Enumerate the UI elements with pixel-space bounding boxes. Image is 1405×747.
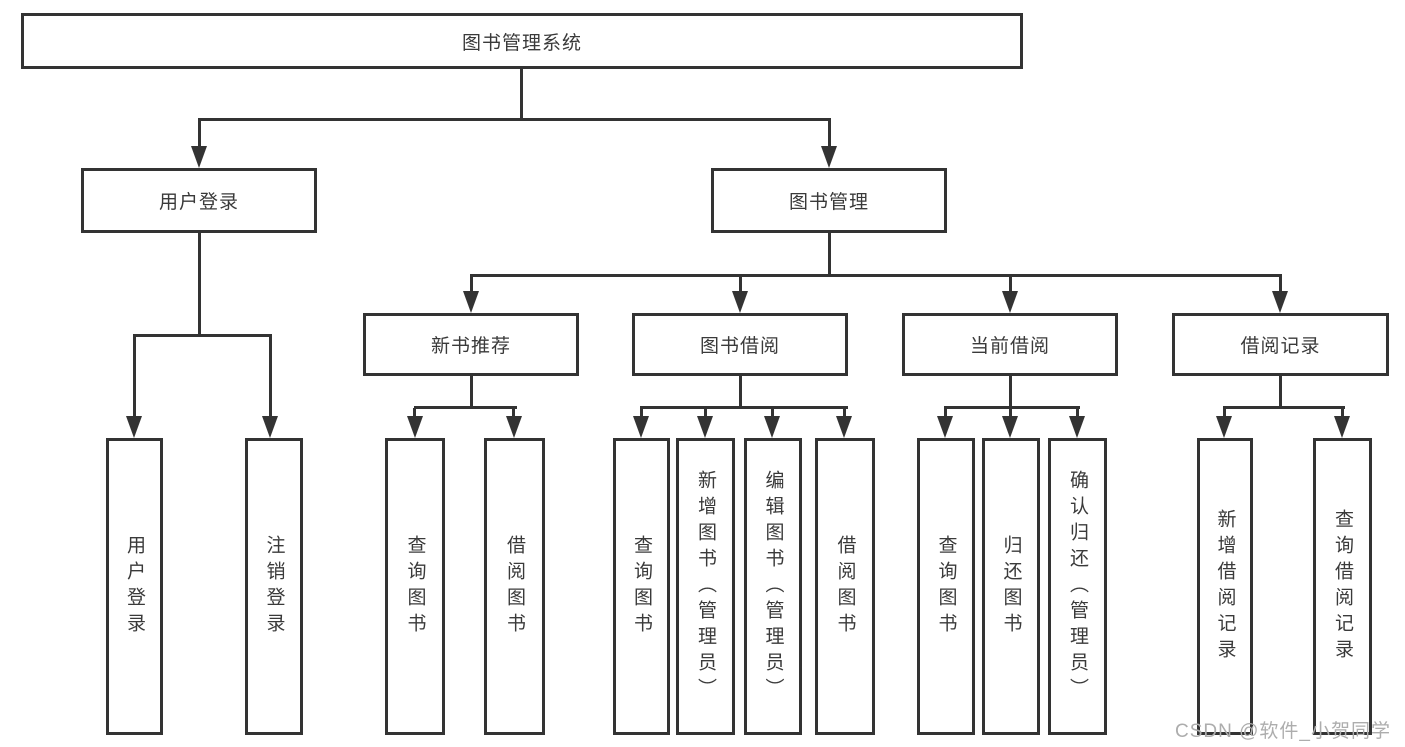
connector-line <box>828 120 831 147</box>
connector-line <box>1009 376 1012 409</box>
arrow-down-icon <box>732 291 748 313</box>
arrow-down-icon <box>1272 291 1288 313</box>
node-library-system: 图书管理系统 <box>21 13 1023 69</box>
connector-line <box>771 408 774 418</box>
connector-line <box>640 408 643 418</box>
connector-line <box>470 376 473 409</box>
connector-line <box>1279 276 1282 292</box>
arrow-down-icon <box>1216 416 1232 438</box>
leaf-label: 归还图书 <box>1000 534 1022 639</box>
connector-line <box>944 406 1080 409</box>
connector-line <box>843 408 846 418</box>
leaf-label: 新增借阅记录 <box>1214 508 1236 665</box>
leaf-borrow-books: 借阅图书 <box>815 438 875 735</box>
arrow-down-icon <box>937 416 953 438</box>
node-label: 图书借阅 <box>699 336 780 357</box>
leaf-borrow-books-recommend: 借阅图书 <box>484 438 545 735</box>
arrow-down-icon <box>191 146 207 168</box>
connector-line <box>1279 376 1282 409</box>
leaf-search-books-borrowing: 查询图书 <box>613 438 670 735</box>
leaf-label: 编辑图书（管理员） <box>762 469 784 704</box>
leaf-label: 注销登录 <box>263 534 285 639</box>
arrow-down-icon <box>463 291 479 313</box>
leaf-return-books: 归还图书 <box>982 438 1040 735</box>
leaf-label: 借阅图书 <box>834 534 856 639</box>
connector-line <box>739 276 742 292</box>
node-label: 当前借阅 <box>969 336 1050 357</box>
arrow-down-icon <box>836 416 852 438</box>
leaf-user-login: 用户登录 <box>106 438 163 735</box>
connector-line <box>269 336 272 417</box>
node-label: 借阅记录 <box>1240 336 1321 357</box>
connector-line <box>470 276 473 292</box>
connector-line <box>413 408 416 418</box>
arrow-down-icon <box>506 416 522 438</box>
leaf-search-books-recommend: 查询图书 <box>385 438 445 735</box>
connector-line <box>198 120 201 147</box>
connector-line <box>133 336 136 417</box>
leaf-search-books-current: 查询图书 <box>917 438 975 735</box>
leaf-label: 查询借阅记录 <box>1332 508 1353 665</box>
leaf-label: 新增图书（管理员） <box>695 469 716 704</box>
leaf-label: 查询图书 <box>404 534 426 639</box>
leaf-edit-books-admin: 编辑图书（管理员） <box>744 438 802 735</box>
arrow-down-icon <box>1002 291 1018 313</box>
connector-line <box>704 408 707 418</box>
node-user-login: 用户登录 <box>81 168 317 233</box>
watermark: CSDN @软件_小贺同学 <box>1175 721 1391 742</box>
leaf-add-borrow-record: 新增借阅记录 <box>1197 438 1253 735</box>
arrow-down-icon <box>1069 416 1085 438</box>
connector-line <box>512 408 515 418</box>
node-label: 新书推荐 <box>430 336 511 357</box>
connector-line <box>198 118 831 121</box>
leaf-confirm-return-admin: 确认归还（管理员） <box>1048 438 1107 735</box>
connector-line <box>1223 406 1345 409</box>
arrow-down-icon <box>697 416 713 438</box>
leaf-label: 查询图书 <box>935 534 957 639</box>
connector-line <box>1223 408 1226 418</box>
arrow-down-icon <box>633 416 649 438</box>
connector-line <box>133 334 272 337</box>
leaf-label: 确认归还（管理员） <box>1067 469 1088 704</box>
connector-line <box>470 274 1282 277</box>
connector-line <box>1009 408 1012 418</box>
connector-line <box>828 233 831 276</box>
node-label: 图书管理 <box>788 192 869 213</box>
arrow-down-icon <box>1334 416 1350 438</box>
node-book-management: 图书管理 <box>711 168 947 233</box>
connector-line <box>640 406 848 409</box>
arrow-down-icon <box>764 416 780 438</box>
connector-line <box>739 376 742 409</box>
node-book-borrowing: 图书借阅 <box>632 313 848 376</box>
leaf-add-books-admin: 新增图书（管理员） <box>676 438 735 735</box>
node-label: 图书管理系统 <box>461 32 582 54</box>
leaf-label: 借阅图书 <box>504 534 525 639</box>
leaf-label: 查询图书 <box>631 534 652 639</box>
arrow-down-icon <box>821 146 837 168</box>
connector-line <box>1341 408 1344 418</box>
connector-line <box>198 233 201 336</box>
node-borrowing-records: 借阅记录 <box>1172 313 1389 376</box>
connector-line <box>520 69 523 120</box>
connector-line <box>1076 408 1079 418</box>
node-label: 用户登录 <box>158 192 239 213</box>
arrow-down-icon <box>262 416 278 438</box>
connector-line <box>414 406 517 409</box>
arrow-down-icon <box>126 416 142 438</box>
node-new-book-recommendation: 新书推荐 <box>363 313 579 376</box>
connector-line <box>944 408 947 418</box>
node-current-borrowing: 当前借阅 <box>902 313 1118 376</box>
connector-line <box>1009 276 1012 292</box>
arrow-down-icon <box>407 416 423 438</box>
arrow-down-icon <box>1002 416 1018 438</box>
leaf-search-borrow-record: 查询借阅记录 <box>1313 438 1372 735</box>
leaf-logout: 注销登录 <box>245 438 303 735</box>
leaf-label: 用户登录 <box>124 534 145 639</box>
